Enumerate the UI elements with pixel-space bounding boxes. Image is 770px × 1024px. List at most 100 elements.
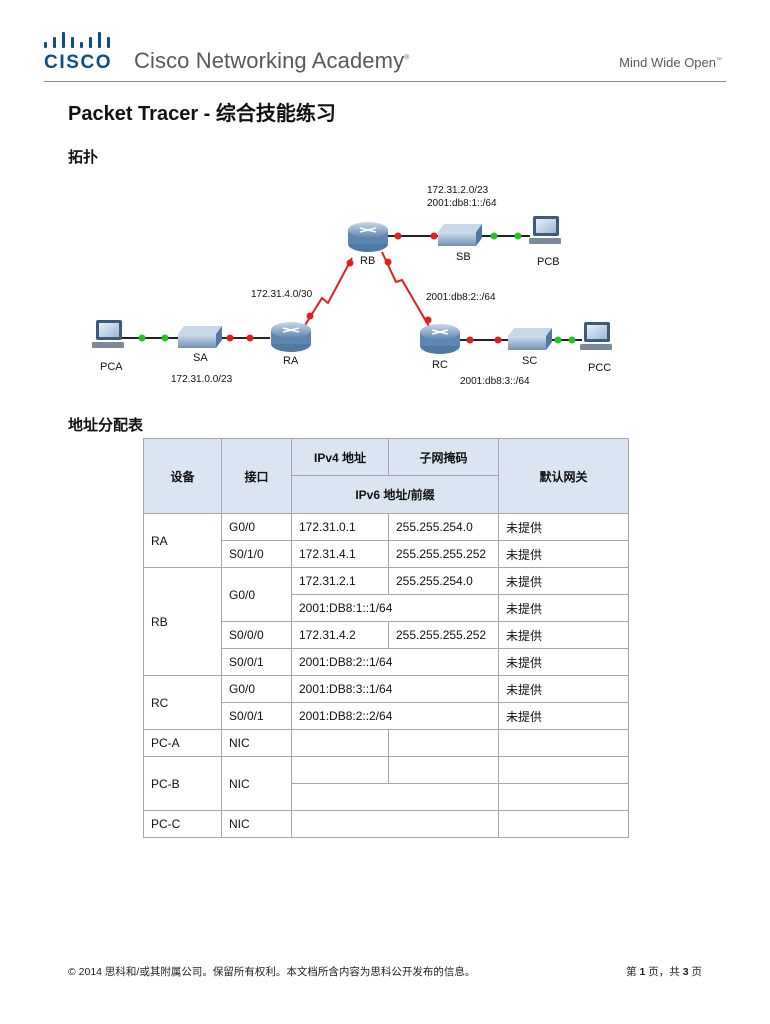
port-up-indicator: [490, 232, 498, 240]
table-row: RC G0/0 2001:DB8:3::1/64 未提供: [143, 675, 629, 730]
label-rb: RB: [360, 255, 375, 267]
table-header-row: 设备 接口 IPv4 地址 子网掩码 默认网关: [143, 438, 629, 514]
ipv4-cell: 172.31.2.1: [291, 567, 389, 595]
addressing-table: 设备 接口 IPv4 地址 子网掩码 默认网关 IPv6 地址/前缀 RA G0…: [143, 438, 629, 838]
ipv6-cell: 2001:DB8:3::1/64: [291, 675, 499, 703]
interface-cell: G0/0: [221, 513, 292, 541]
network-label-rb-lan-v6: 2001:db8:1::/64: [427, 198, 497, 209]
label-pcb: PCB: [537, 256, 560, 268]
label-pcc: PCC: [588, 362, 611, 374]
pc-icon: [529, 216, 561, 244]
header-ipv6: IPv6 地址/前缀: [291, 475, 499, 514]
interface-cell: NIC: [221, 756, 292, 811]
label-sb: SB: [456, 251, 471, 263]
interface-cell: S0/1/0: [221, 540, 292, 568]
document-header: CISCO Cisco Networking Academy® Mind Wid…: [0, 0, 770, 82]
interface-cell: S0/0/1: [221, 648, 292, 676]
port-up-indicator: [514, 232, 522, 240]
pc-icon: [580, 322, 612, 350]
ethernet-links: [118, 235, 582, 341]
mask-cell: 255.255.254.0: [388, 567, 499, 595]
header-gateway: 默认网关: [498, 438, 629, 514]
label-rc: RC: [432, 359, 448, 371]
mask-cell: [388, 756, 499, 784]
router-icon: [271, 322, 311, 352]
gateway-cell: 未提供: [498, 594, 629, 622]
port-up-indicator: [138, 334, 146, 342]
table-row: [144, 783, 629, 811]
gateway-cell: [498, 756, 629, 784]
topology-diagram: PCA SA RA RB SB PCB RC SC PCC 172.31.2.0…: [92, 185, 612, 387]
addressing-heading: 地址分配表: [68, 417, 144, 434]
mask-cell: 255.255.255.252: [388, 621, 499, 649]
ipv4-cell: 172.31.0.1: [291, 513, 389, 541]
ipv6-cell: 2001:DB8:2::2/64: [291, 702, 499, 730]
port-down-indicator: [384, 258, 392, 266]
header-ipv4: IPv4 地址: [291, 438, 389, 476]
router-icon: [348, 222, 388, 252]
gateway-cell: 未提供: [498, 540, 629, 568]
port-down-indicator: [394, 232, 402, 240]
port-down-indicator: [494, 336, 502, 344]
device-cell: RA: [143, 513, 222, 568]
network-label-rb-lan-v4: 172.31.2.0/23: [427, 185, 489, 196]
mask-cell: 255.255.254.0: [388, 513, 499, 541]
ipv4-cell: 172.31.4.1: [291, 540, 389, 568]
table-row: PC-B NIC: [143, 756, 629, 811]
ipv4-cell: [291, 729, 389, 757]
footer-copyright: © 2014 思科和/或其附属公司。保留所有权利。本文档所含内容为思科公开发布的…: [68, 966, 476, 978]
topology-heading: 拓扑: [68, 149, 99, 166]
ipv4-cell: 172.31.4.2: [291, 621, 389, 649]
device-cell: RC: [143, 675, 222, 730]
label-pca: PCA: [100, 361, 123, 373]
ipv6-cell: [291, 783, 499, 811]
gateway-cell: [498, 783, 629, 811]
table-row: RA G0/0 172.31.0.1 255.255.254.0 未提供: [143, 513, 629, 568]
gateway-cell: 未提供: [498, 702, 629, 730]
table-header-row: IPv6 地址/前缀: [144, 475, 629, 514]
ipv6-cell: 2001:DB8:2::1/64: [291, 648, 499, 676]
table-row: RB G0/0 172.31.2.1 255.255.254.0 未提供: [143, 567, 629, 676]
table-row: S0/1/0 172.31.4.1 255.255.255.252 未提供: [144, 540, 629, 568]
network-label-rc-lan: 2001:db8:3::/64: [460, 376, 530, 387]
table-row: S0/0/1 2001:DB8:2::2/64 未提供: [144, 702, 629, 730]
network-label-ra-lan: 172.31.0.0/23: [171, 374, 233, 385]
tagline: Mind Wide Open™: [619, 55, 722, 70]
gateway-cell: 未提供: [498, 621, 629, 649]
pc-icon: [92, 320, 124, 348]
gateway-cell: 未提供: [498, 675, 629, 703]
link-port-indicators: [138, 232, 576, 344]
switch-icon: [178, 326, 222, 348]
port-up-indicator: [161, 334, 169, 342]
table-row: S0/0/1 2001:DB8:2::1/64 未提供: [144, 648, 629, 676]
ipv6-cell: 2001:DB8:1::1/64: [291, 594, 499, 622]
header-divider: [44, 81, 726, 82]
mask-cell: 255.255.255.252: [388, 540, 499, 568]
label-sc: SC: [522, 355, 537, 367]
router-icon: [420, 324, 460, 354]
interface-cell: NIC: [221, 810, 292, 838]
gateway-cell: 未提供: [498, 648, 629, 676]
page-title: Packet Tracer - 综合技能练习: [68, 103, 336, 125]
interface-cell: NIC: [221, 729, 292, 757]
table-row: PC-C NIC: [143, 810, 629, 838]
label-ra: RA: [283, 355, 299, 367]
network-label-ra-rb: 172.31.4.0/30: [251, 289, 313, 300]
academy-name: Cisco Networking Academy®: [134, 48, 410, 73]
gateway-cell: [498, 810, 629, 838]
device-cell: PC-A: [143, 729, 222, 757]
footer-page-number: 第 1 页，共 3 页: [626, 966, 702, 978]
port-down-indicator: [306, 312, 314, 320]
port-down-indicator: [346, 259, 354, 267]
port-up-indicator: [554, 336, 562, 344]
port-down-indicator: [430, 232, 438, 240]
device-cell: PC-C: [143, 810, 222, 838]
interface-cell: G0/0: [221, 675, 292, 703]
table-row: S0/0/0 172.31.4.2 255.255.255.252 未提供: [144, 621, 629, 649]
cisco-logo-wordmark: CISCO: [44, 52, 113, 73]
label-sa: SA: [193, 352, 208, 364]
port-down-indicator: [424, 316, 432, 324]
mask-cell: [388, 729, 499, 757]
interface-cell: S0/0/0: [221, 621, 292, 649]
ipv4-cell: [291, 756, 389, 784]
